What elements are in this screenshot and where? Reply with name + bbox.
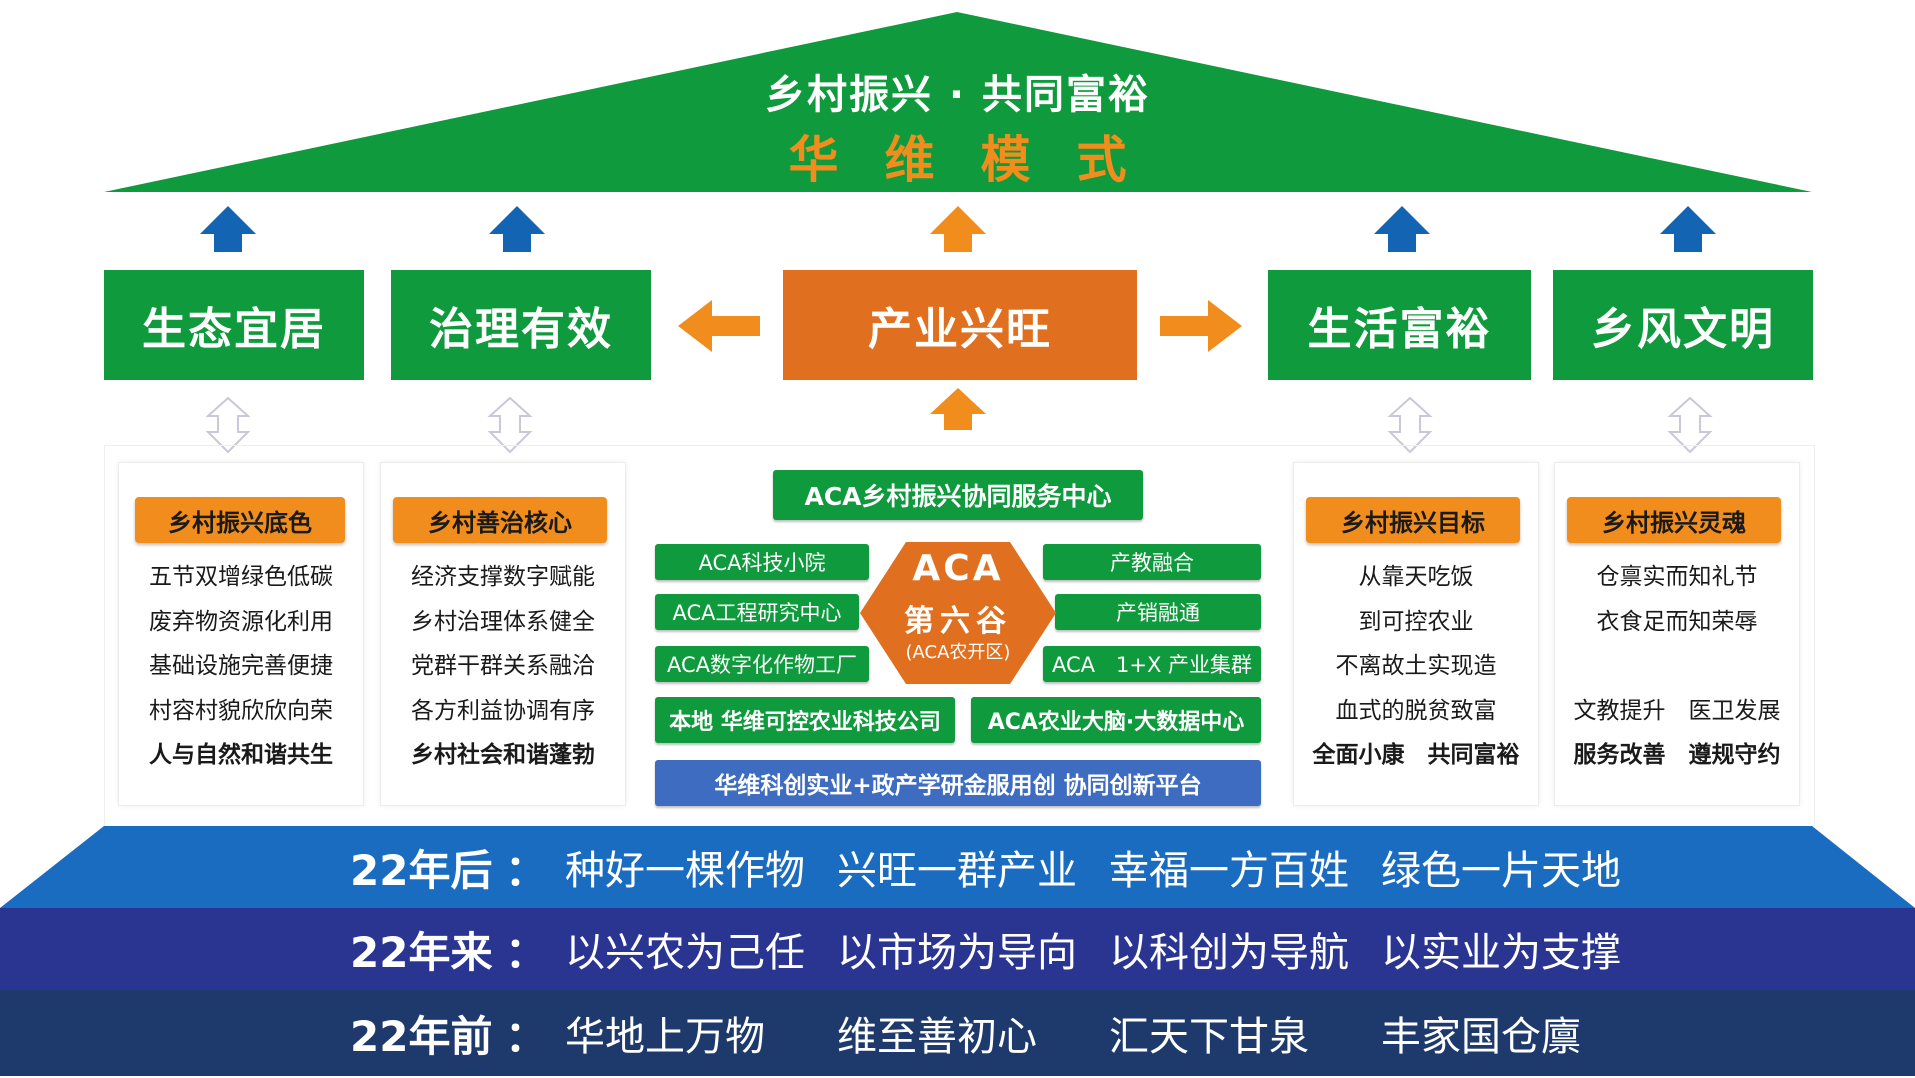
center-left-item: ACA数字化作物工厂: [655, 646, 869, 682]
center-platform: 华维科创实业+政产学研金服用创 协同创新平台: [655, 760, 1261, 806]
left-arrow-icon: [678, 300, 760, 352]
center-right-item: ACA 1+X 产业集群: [1043, 646, 1261, 682]
panel-tag: 乡村振兴目标: [1306, 497, 1520, 543]
panel-soul: 乡村振兴灵魂 仓禀实而知礼节 衣食足而知荣辱 文教提升 医卫发展 服务改善 遵规…: [1554, 462, 1800, 806]
up-arrow-icon: [489, 206, 545, 252]
list-item: 各方利益协调有序: [411, 697, 595, 724]
panel-goal: 乡村振兴目标 从靠天吃饭 到可控农业 不离故土实现造 血式的脱贫致富 全面小康 …: [1293, 462, 1539, 806]
up-arrow-icon: [1660, 206, 1716, 252]
band-item: 丰家国仓廪: [1381, 1014, 1581, 1060]
double-arrow-icon: [205, 396, 1713, 454]
list-item: 废弃物资源化利用: [149, 608, 333, 635]
band-item: 兴旺一群产业: [837, 848, 1077, 894]
list-item: 仓禀实而知礼节: [1596, 564, 1758, 590]
industry-arrows: [678, 300, 1242, 430]
panel-tag: 乡村善治核心: [393, 497, 607, 543]
center-service-hub: ACA乡村振兴协同服务中心: [773, 470, 1143, 520]
center-left-item: ACA工程研究中心: [655, 594, 859, 630]
band-item: 种好一棵作物: [565, 848, 805, 894]
pillar-industry: 产业兴旺: [783, 270, 1137, 380]
list-item: 党群干群关系融洽: [411, 653, 595, 679]
panel-list: 仓禀实而知礼节 衣食足而知荣辱 文教提升 医卫发展 服务改善 遵规守约: [1555, 555, 1799, 778]
hex-note: (ACA农开区): [905, 642, 1011, 663]
list-item: 文教提升 医卫发展: [1573, 697, 1781, 724]
panel-list: 经济支撑数字赋能 乡村治理体系健全 党群干群关系融洽 各方利益协调有序 乡村社会…: [381, 555, 625, 778]
list-item: 经济支撑数字赋能: [411, 564, 595, 590]
pillar-ecology: 生态宜居: [104, 270, 364, 380]
panel-tag: 乡村振兴灵魂: [1567, 497, 1781, 543]
band-colon: ：: [505, 927, 548, 977]
list-item: 乡村治理体系健全: [411, 608, 595, 635]
pillar-wealth: 生活富裕: [1268, 270, 1531, 380]
band-during: 22年来 ： 以兴农为己任 以市场为导向 以科创为导航 以实业为支撑: [0, 908, 1915, 990]
band-year: 22年后: [350, 845, 493, 895]
band-item: 绿色一片天地: [1381, 848, 1621, 894]
band-item: 维至善初心: [837, 1014, 1037, 1060]
band-item: 华地上万物: [565, 1014, 765, 1060]
center-hexagon: [860, 542, 1056, 684]
pillar-civility: 乡风文明: [1553, 270, 1813, 380]
panel-list: 五节双增绿色低碳 废弃物资源化利用 基础设施完善便捷 村容村貌欣欣向荣 人与自然…: [119, 555, 363, 778]
band-item: 以科创为导航: [1109, 930, 1349, 976]
list-item-bold: 人与自然和谐共生: [149, 742, 333, 768]
list-item: 到可控农业: [1358, 608, 1474, 635]
list-item: 从靠天吃饭: [1358, 564, 1474, 590]
band-colon: ：: [505, 1011, 548, 1061]
band-after: 22年后 ： 种好一棵作物 兴旺一群产业 幸福一方百姓 绿色一片天地: [0, 826, 1915, 908]
panel-tag: 乡村振兴底色: [135, 497, 345, 543]
band-year: 22年前: [350, 1011, 493, 1061]
list-item: 村容村貌欣欣向荣: [149, 697, 333, 724]
band-item: 汇天下甘泉: [1109, 1014, 1309, 1060]
panel-list: 从靠天吃饭 到可控农业 不离故土实现造 血式的脱贫致富 全面小康 共同富裕: [1294, 555, 1538, 778]
panel-governance-core: 乡村善治核心 经济支撑数字赋能 乡村治理体系健全 党群干群关系融洽 各方利益协调…: [380, 462, 626, 806]
list-item-bold: 乡村社会和谐蓬勃: [411, 742, 595, 768]
list-item: 基础设施完善便捷: [149, 653, 333, 679]
list-item: 衣食足而知荣辱: [1596, 608, 1758, 635]
base-trapezoid: [0, 826, 1915, 908]
center-local-company: 本地 华维可控农业科技公司: [655, 697, 955, 743]
list-item: 五节双增绿色低碳: [149, 564, 333, 590]
center-data-center: ACA农业大脑·大数据中心: [971, 697, 1261, 743]
right-arrow-icon: [1160, 300, 1242, 352]
band-colon: ：: [505, 845, 548, 895]
list-item: 血式的脱贫致富: [1335, 697, 1497, 724]
up-arrow-icon: [1374, 206, 1430, 252]
hex-subtitle: 第六谷: [904, 604, 1012, 639]
pillar-governance: 治理有效: [391, 270, 651, 380]
hex-title: ACA: [912, 548, 1004, 589]
list-item: 不离故土实现造: [1335, 653, 1497, 679]
roof-title: 乡村振兴 · 共同富裕: [764, 72, 1151, 118]
double-arrows: [205, 396, 1713, 454]
band-item: 以实业为支撑: [1381, 930, 1621, 976]
up-arrow-icon: [930, 388, 986, 430]
band-year: 22年来: [350, 927, 493, 977]
up-arrow-icon: [200, 206, 256, 252]
center-right-item: 产销融通: [1055, 594, 1261, 630]
panel-base-color: 乡村振兴底色 五节双增绿色低碳 废弃物资源化利用 基础设施完善便捷 村容村貌欣欣…: [118, 462, 364, 806]
list-item: [1555, 644, 1799, 689]
band-item: 以市场为导向: [837, 930, 1077, 976]
roof-subtitle: 华维模式: [788, 131, 1173, 189]
list-item-bold: 全面小康 共同富裕: [1312, 742, 1520, 768]
band-item: 以兴农为己任: [565, 930, 805, 976]
pillar-arrows: [200, 206, 1716, 252]
list-item-bold: 服务改善 遵规守约: [1573, 742, 1781, 768]
center-left-item: ACA科技小院: [655, 544, 869, 580]
up-arrow-icon: [930, 206, 986, 252]
band-item: 幸福一方百姓: [1109, 848, 1349, 894]
center-right-item: 产教融合: [1043, 544, 1261, 580]
roof: [104, 12, 1812, 192]
band-before: 22年前 ： 华地上万物 维至善初心 汇天下甘泉 丰家国仓廪: [0, 990, 1915, 1076]
